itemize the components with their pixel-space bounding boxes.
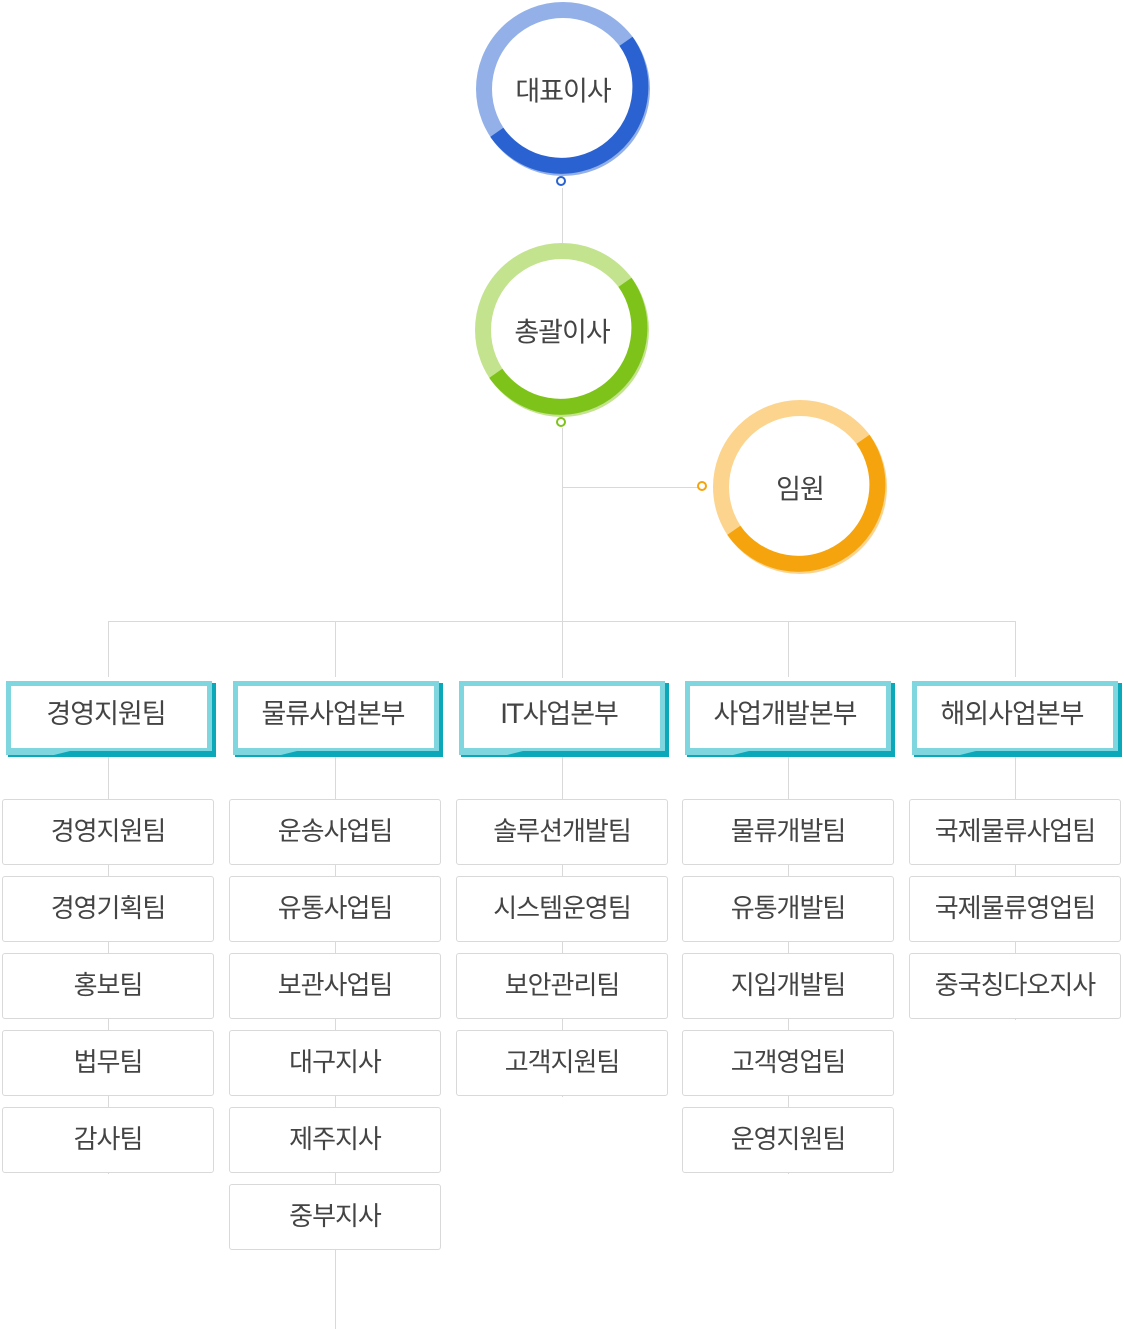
- general-manager-label: 총괄이사: [514, 317, 610, 349]
- team-label: 유통개발팀: [730, 894, 847, 924]
- team-box[interactable]: 솔루션개발팀: [456, 799, 668, 865]
- team-box[interactable]: 경영기획팀: [2, 876, 214, 942]
- team-label: 고객지원팀: [504, 1048, 621, 1078]
- connector-dept-4: [788, 621, 789, 677]
- team-box[interactable]: 물류개발팀: [682, 799, 894, 865]
- department-management-support[interactable]: 경영지원팀: [2, 677, 216, 757]
- team-label: 운송사업팀: [277, 817, 394, 847]
- team-box[interactable]: 시스템운영팀: [456, 876, 668, 942]
- team-box[interactable]: 중국칭다오지사: [909, 953, 1121, 1019]
- team-box[interactable]: 법무팀: [2, 1030, 214, 1096]
- department-label: 해외사업본부: [940, 699, 1084, 730]
- team-label: 고객영업팀: [730, 1048, 847, 1078]
- team-label: 솔루션개발팀: [493, 817, 632, 847]
- team-box[interactable]: 경영지원팀: [2, 799, 214, 865]
- team-box[interactable]: 대구지사: [229, 1030, 441, 1096]
- team-label: 중부지사: [289, 1202, 382, 1232]
- team-label: 물류개발팀: [730, 817, 847, 847]
- executives-ring: [713, 400, 887, 574]
- team-label: 유통사업팀: [277, 894, 394, 924]
- connector-gm-branch: [562, 428, 563, 678]
- team-box[interactable]: 운송사업팀: [229, 799, 441, 865]
- department-label: 사업개발본부: [713, 699, 857, 730]
- executives-node: 임원: [712, 399, 888, 575]
- department-frame: [233, 681, 443, 757]
- team-label: 감사팀: [73, 1125, 144, 1155]
- team-label: 경영기획팀: [50, 894, 167, 924]
- team-box[interactable]: 고객지원팀: [456, 1030, 668, 1096]
- team-label: 법무팀: [73, 1048, 144, 1078]
- connector-executives: [562, 487, 702, 488]
- team-box[interactable]: 유통개발팀: [682, 876, 894, 942]
- ceo-ring: [476, 2, 650, 176]
- team-label: 중국칭다오지사: [934, 971, 1096, 1001]
- connector-dept-5: [1015, 621, 1016, 677]
- executives-connector-dot: [697, 481, 707, 491]
- department-business-development[interactable]: 사업개발본부: [681, 677, 895, 757]
- team-box[interactable]: 국제물류영업팀: [909, 876, 1121, 942]
- connector-dept-2: [335, 621, 336, 677]
- team-label: 국제물류사업팀: [934, 817, 1096, 847]
- team-label: 시스템운영팀: [493, 894, 632, 924]
- department-it-business[interactable]: IT사업본부: [455, 677, 669, 757]
- team-box[interactable]: 고객영업팀: [682, 1030, 894, 1096]
- team-label: 지입개발팀: [730, 971, 847, 1001]
- team-label: 보안관리팀: [504, 971, 621, 1001]
- department-frame: [6, 681, 216, 757]
- team-box[interactable]: 국제물류사업팀: [909, 799, 1121, 865]
- team-label: 국제물류영업팀: [934, 894, 1096, 924]
- team-label: 대구지사: [289, 1048, 382, 1078]
- connector-dept-1: [108, 621, 109, 677]
- department-label: 물류사업본부: [261, 699, 405, 730]
- executives-label: 임원: [776, 474, 825, 506]
- ceo-node: 대표이사: [475, 1, 651, 177]
- team-box[interactable]: 중부지사: [229, 1184, 441, 1250]
- team-box[interactable]: 홍보팀: [2, 953, 214, 1019]
- team-box[interactable]: 보관사업팀: [229, 953, 441, 1019]
- team-box[interactable]: 지입개발팀: [682, 953, 894, 1019]
- team-box[interactable]: 제주지사: [229, 1107, 441, 1173]
- team-label: 제주지사: [289, 1125, 382, 1155]
- ceo-label: 대표이사: [515, 76, 611, 108]
- team-box[interactable]: 유통사업팀: [229, 876, 441, 942]
- general-manager-connector-dot: [556, 417, 566, 427]
- department-overseas-business[interactable]: 해외사업본부: [908, 677, 1122, 757]
- general-manager-ring: [475, 243, 649, 417]
- department-label: 경영지원팀: [46, 699, 166, 730]
- connector-departments: [108, 621, 1016, 622]
- connector-ceo-gm: [562, 188, 563, 248]
- team-label: 홍보팀: [73, 971, 144, 1001]
- department-logistics-business[interactable]: 물류사업본부: [229, 677, 443, 757]
- general-manager-node: 총괄이사: [474, 242, 650, 418]
- department-frame: [912, 681, 1122, 757]
- team-label: 보관사업팀: [277, 971, 394, 1001]
- department-frame: [459, 681, 669, 757]
- department-frame: [685, 681, 895, 757]
- team-label: 경영지원팀: [50, 817, 167, 847]
- team-box[interactable]: 운영지원팀: [682, 1107, 894, 1173]
- team-box[interactable]: 보안관리팀: [456, 953, 668, 1019]
- department-label: IT사업본부: [500, 699, 619, 730]
- team-box[interactable]: 감사팀: [2, 1107, 214, 1173]
- team-label: 운영지원팀: [730, 1125, 847, 1155]
- ceo-connector-dot: [556, 176, 566, 186]
